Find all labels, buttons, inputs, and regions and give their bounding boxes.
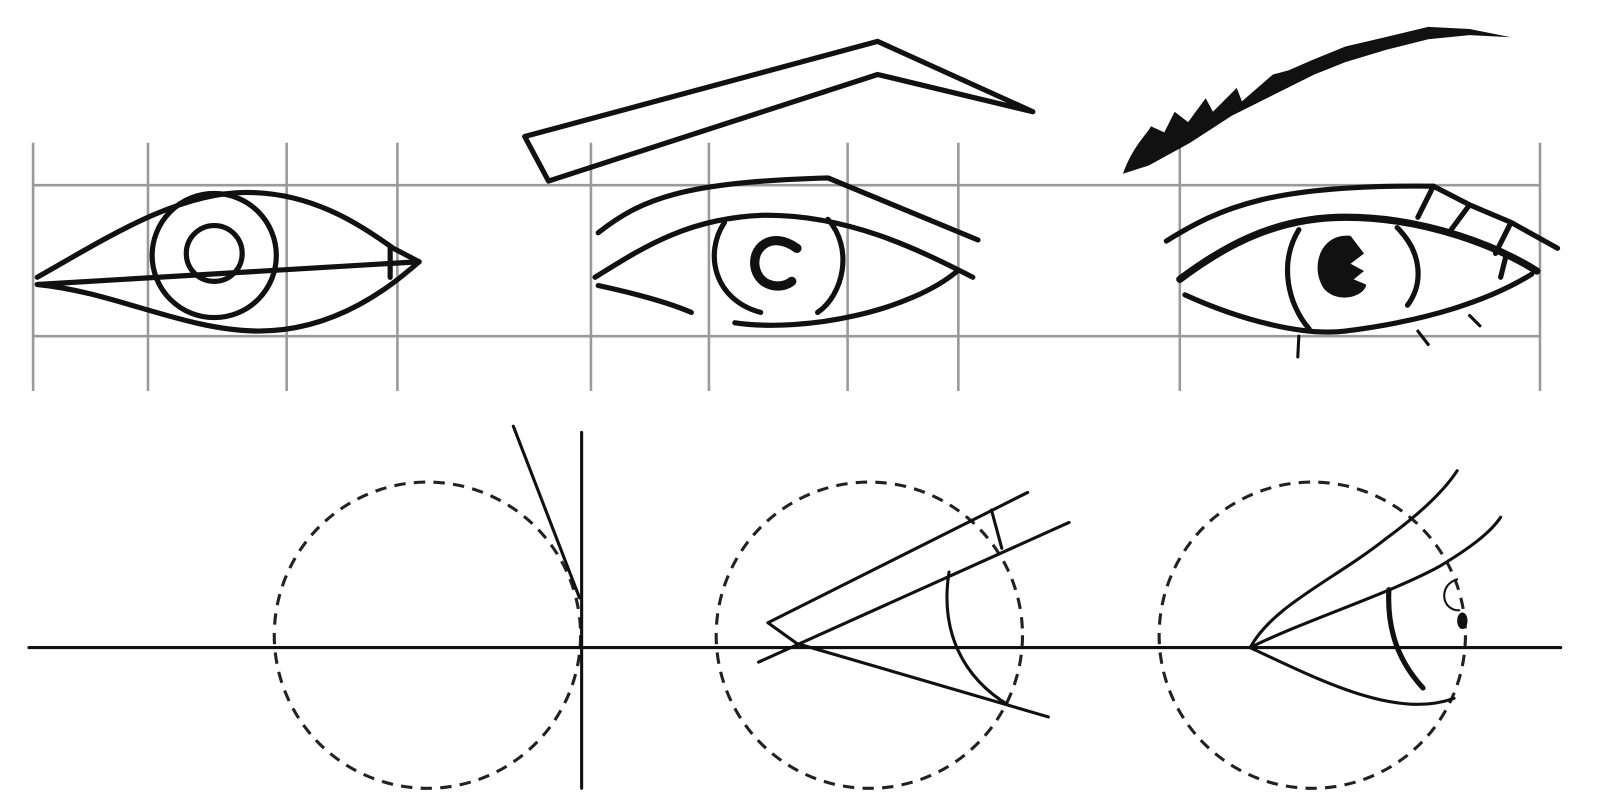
pupil — [1317, 235, 1367, 298]
eyeball-circle — [1157, 480, 1468, 790]
lower-eyelid — [732, 268, 960, 328]
iris-right — [1394, 225, 1421, 308]
upper-eyelid-curve — [1248, 469, 1459, 650]
upper-eyelid-lines — [766, 490, 1050, 719]
eyelid-crease — [1163, 183, 1436, 244]
eyelid-fold-curve — [1248, 515, 1503, 650]
stylized-eye-with-brow — [522, 38, 1036, 328]
cornea-arc — [1443, 578, 1461, 612]
eyelid-crease — [595, 175, 981, 243]
eyebrow — [522, 38, 1036, 184]
pupil — [750, 236, 802, 291]
cornea-dot — [1457, 612, 1468, 629]
upper-eyelid — [592, 212, 976, 280]
lower-lashes — [1296, 313, 1482, 359]
iris — [149, 190, 279, 321]
iris-curve — [1386, 587, 1426, 691]
lid-fold-line — [757, 520, 1071, 664]
iris-left — [1284, 227, 1312, 332]
lower-eyelid-curve — [1248, 646, 1456, 706]
detailed-eye-with-lashes — [1122, 26, 1561, 359]
proportion-grid — [31, 142, 1542, 392]
profile-eyelid-construction-angled — [714, 480, 1071, 790]
eyeball-circle — [272, 480, 583, 790]
iris-right — [815, 216, 846, 316]
eyelashes — [1415, 183, 1561, 280]
profile-eyelid-construction-curved — [1157, 469, 1503, 790]
pupil — [183, 222, 245, 284]
lower-eyelid — [1182, 271, 1535, 335]
front-view-eye — [34, 189, 422, 334]
eyeball-circle — [714, 480, 1025, 790]
profile-eyelid-construction-flat — [272, 424, 584, 790]
lower-eyelid — [34, 259, 422, 334]
eyelid-angle-line — [511, 424, 582, 600]
lid-thickness-mark — [989, 508, 1004, 550]
upper-eyelid — [34, 189, 422, 280]
lower-eyelid-inner — [595, 282, 694, 316]
iris-left — [711, 219, 764, 316]
iris-curve — [945, 570, 1011, 708]
